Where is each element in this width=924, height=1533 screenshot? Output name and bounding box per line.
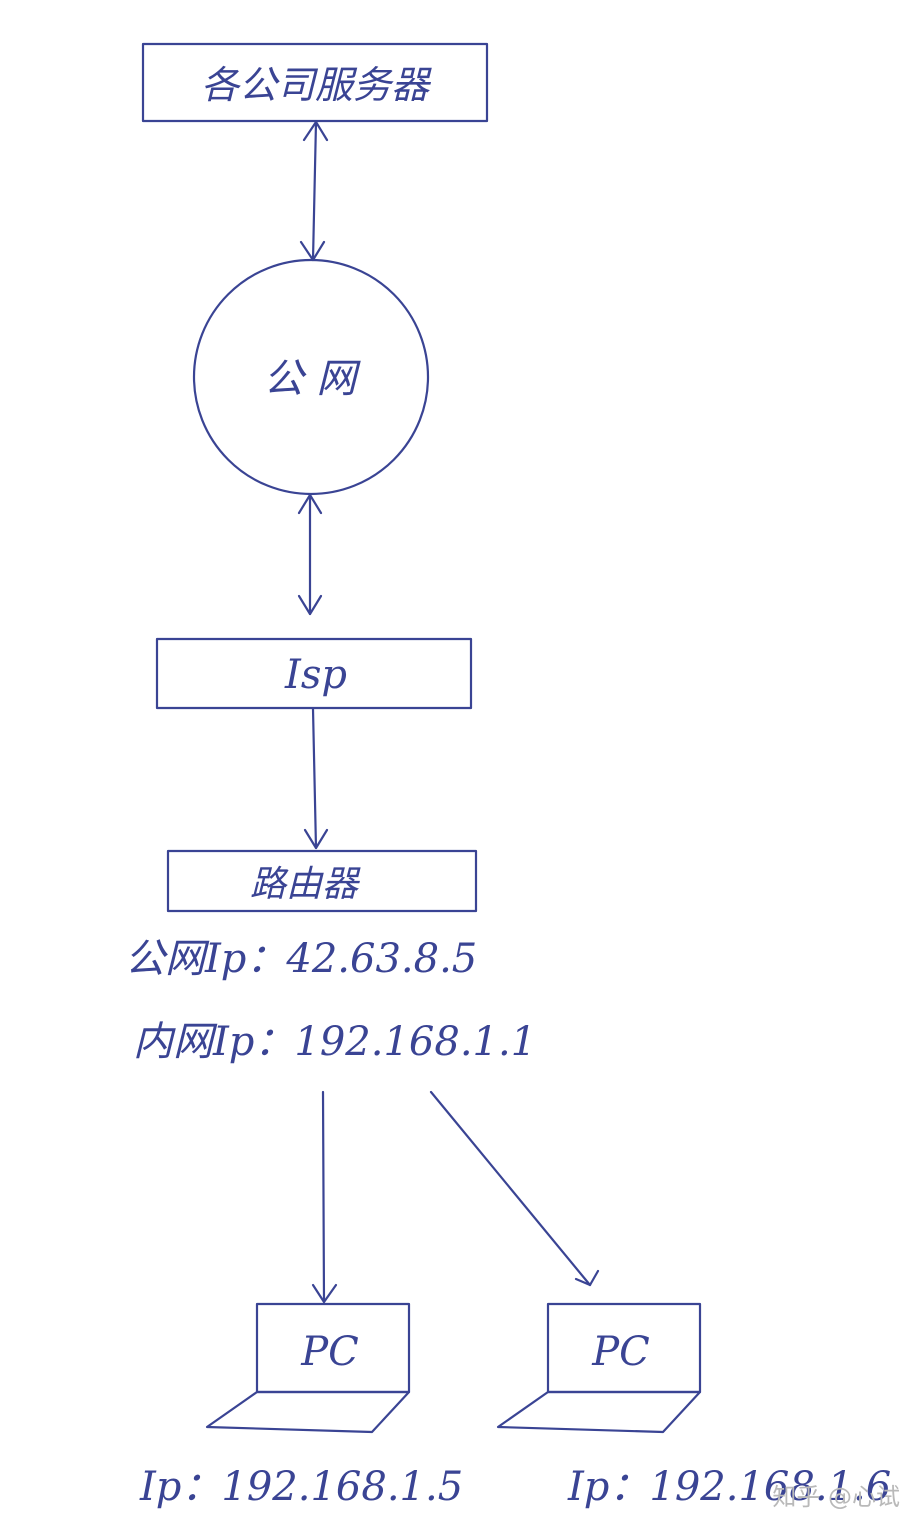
router-pc-left-arrow <box>311 1090 338 1304</box>
isp-node: Isp <box>155 637 473 710</box>
router-public-ip: 公网Ip：42.63.8.5 <box>125 936 477 982</box>
pc-right-base <box>496 1390 702 1434</box>
router-private-ip: 内网Ip：192.168.1.1 <box>133 1019 536 1065</box>
public-network-label: 公 网 <box>264 356 362 402</box>
router-node: 路由器 <box>166 849 478 913</box>
router-pc-right-arrow <box>429 1090 600 1287</box>
public-network-node: 公 网 <box>192 258 430 496</box>
pc-left-ip: Ip：192.168.1.5 <box>139 1464 463 1510</box>
servers-box <box>141 42 489 123</box>
servers-node: 各公司服务器 <box>141 42 489 123</box>
router-label: 路由器 <box>250 864 361 905</box>
pc-left-base <box>205 1390 411 1434</box>
isp-box <box>155 637 473 710</box>
router-box <box>166 849 478 913</box>
servers-label: 各公司服务器 <box>201 63 432 107</box>
network-isp-arrow <box>297 493 323 616</box>
pc-left-node: PC <box>205 1302 411 1434</box>
pc-left-label: PC <box>300 1329 359 1375</box>
pc-right-label: PC <box>591 1329 650 1375</box>
pc-right-node: PC <box>496 1302 702 1434</box>
pc-right-ip: Ip：192.168.1.6 <box>567 1464 891 1510</box>
servers-network-arrow <box>299 120 329 262</box>
watermark-text: 知乎 @心试 <box>772 1483 900 1511</box>
isp-router-arrow <box>303 707 329 850</box>
public-network-circle <box>192 258 430 496</box>
isp-label: Isp <box>284 652 347 698</box>
